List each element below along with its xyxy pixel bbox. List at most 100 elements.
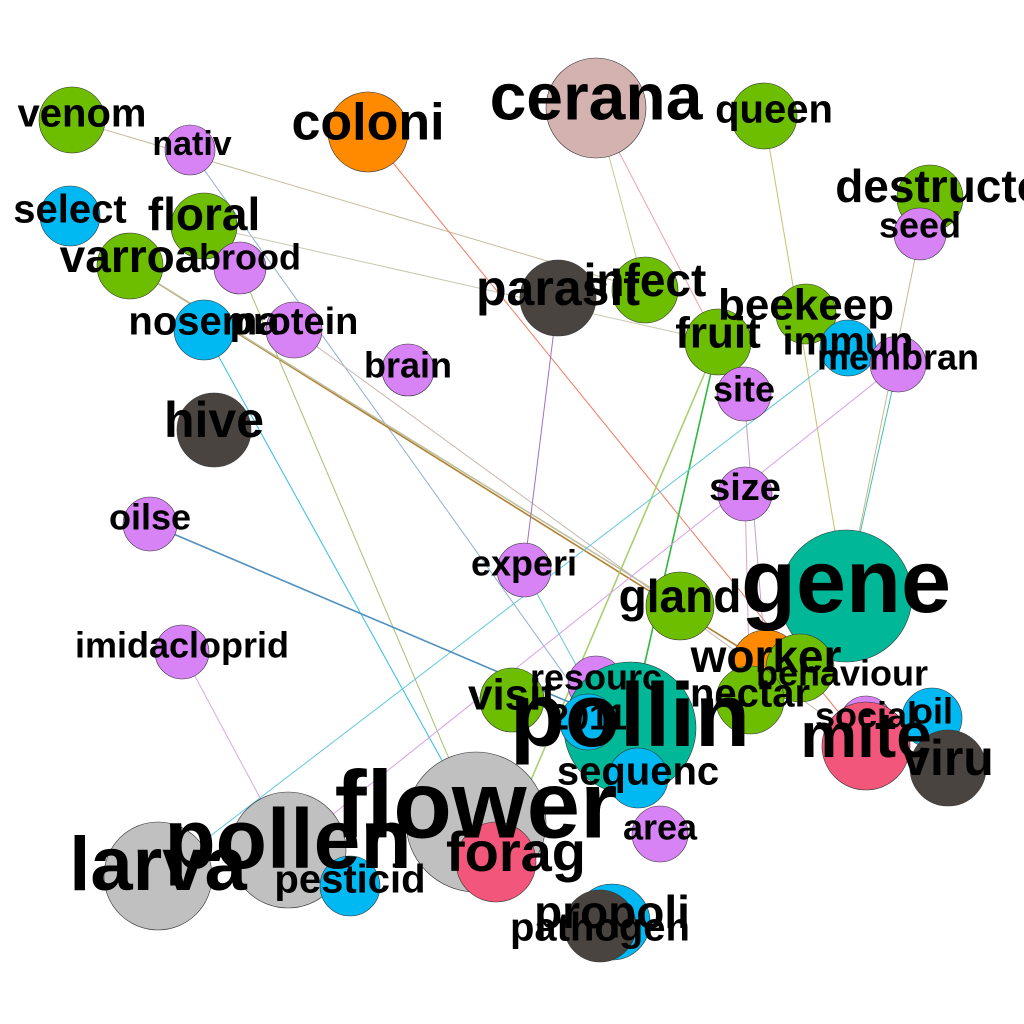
node-label-floral: floral bbox=[148, 188, 260, 240]
node-label-beekeep: beekeep bbox=[718, 281, 894, 330]
node-label-n2011: 2011 bbox=[549, 697, 627, 738]
node-oilse[interactable] bbox=[122, 496, 178, 552]
node-label-venom: venom bbox=[18, 92, 147, 136]
node-label-site: site bbox=[713, 369, 775, 410]
node-label-coloni: coloni bbox=[291, 94, 444, 152]
node-label-hive: hive bbox=[164, 392, 264, 448]
node-forag[interactable] bbox=[455, 821, 537, 903]
edge-nativ-sequenc bbox=[189, 149, 639, 779]
node-label-pathogen: pathogen bbox=[510, 906, 690, 950]
node-gene[interactable] bbox=[779, 529, 913, 663]
node-larva[interactable] bbox=[103, 821, 213, 931]
node-nectar[interactable] bbox=[715, 665, 785, 735]
node-label-oil: oil bbox=[911, 691, 953, 732]
node-label-visit: visit bbox=[468, 671, 556, 720]
node-label-immun: immun bbox=[782, 320, 913, 364]
node-mite[interactable] bbox=[821, 701, 911, 791]
edge-brood-flower bbox=[239, 267, 477, 823]
edge-nosema-flower bbox=[203, 329, 477, 823]
node-area[interactable] bbox=[631, 805, 689, 863]
node-coloni[interactable] bbox=[327, 91, 409, 173]
node-label-select: select bbox=[13, 188, 126, 232]
node-seed[interactable] bbox=[893, 207, 947, 261]
node-label-brood: brood bbox=[199, 237, 301, 278]
node-label-nectar: nectar bbox=[690, 672, 810, 716]
node-label-experi: experi bbox=[471, 543, 577, 584]
node-label-worker: worker bbox=[690, 630, 842, 682]
edge-oilse-pollin bbox=[149, 523, 631, 729]
node-behavior[interactable] bbox=[765, 633, 835, 703]
node-label-destructor: destructo bbox=[835, 160, 1024, 212]
node-label-pesticid: pesticid bbox=[274, 858, 425, 902]
node-parasit[interactable] bbox=[519, 259, 597, 337]
node-label-sequenc: sequenc bbox=[557, 750, 719, 794]
node-label-behavior: behaviour bbox=[756, 653, 928, 694]
node-label-mite: mite bbox=[800, 699, 932, 771]
node-label-varroa: varroa bbox=[60, 230, 201, 282]
edge-parasit-experi bbox=[523, 297, 559, 571]
node-queen[interactable] bbox=[730, 82, 798, 150]
node-pollen[interactable] bbox=[229, 791, 347, 909]
node-cerana[interactable] bbox=[545, 57, 647, 159]
node-size[interactable] bbox=[717, 466, 773, 522]
edge-queen-gene bbox=[763, 115, 847, 597]
node-n2011[interactable] bbox=[559, 693, 617, 751]
node-label-gene: gene bbox=[741, 532, 951, 632]
node-pesticid[interactable] bbox=[319, 855, 381, 917]
edge-site-worker bbox=[743, 393, 767, 665]
edge-floral-fruit bbox=[203, 225, 719, 343]
node-label-parasit: parasit bbox=[476, 260, 640, 316]
node-label-gland: gland bbox=[619, 570, 742, 622]
node-label-nativ: nativ bbox=[152, 125, 231, 163]
node-label-social: social bbox=[815, 695, 917, 736]
edge-fruit-forag bbox=[495, 341, 719, 863]
node-label-nosema: nosema bbox=[128, 300, 280, 344]
node-label-viru: viru bbox=[902, 730, 994, 786]
node-label-forag: forag bbox=[446, 820, 586, 883]
node-varroa[interactable] bbox=[96, 232, 164, 300]
node-pathogen[interactable] bbox=[563, 889, 637, 963]
node-select[interactable] bbox=[39, 185, 101, 247]
node-label-imidacloprid: imidacloprid bbox=[75, 625, 289, 666]
node-brood[interactable] bbox=[213, 241, 267, 295]
node-label-larva: larva bbox=[69, 822, 247, 907]
edge-membran-pollen bbox=[287, 363, 899, 851]
node-hive[interactable] bbox=[176, 392, 252, 468]
node-nosema[interactable] bbox=[173, 299, 235, 361]
edge-immun-larva bbox=[157, 347, 849, 877]
node-label-pollin: pollin bbox=[510, 666, 750, 766]
node-beekeep[interactable] bbox=[775, 283, 837, 345]
node-protein[interactable] bbox=[265, 301, 323, 359]
node-imidacloprid[interactable] bbox=[154, 624, 210, 680]
node-label-infect: infect bbox=[584, 254, 707, 306]
node-label-membran: membran bbox=[817, 337, 979, 378]
node-viru[interactable] bbox=[909, 729, 987, 807]
node-floral[interactable] bbox=[170, 192, 238, 260]
node-infect[interactable] bbox=[611, 256, 679, 324]
node-nativ[interactable] bbox=[164, 124, 216, 176]
node-label-fruit: fruit bbox=[675, 309, 761, 358]
node-label-queen: queen bbox=[715, 88, 833, 132]
node-label-oilse: oilse bbox=[109, 497, 191, 538]
node-label-flower: flower bbox=[335, 751, 618, 858]
node-site[interactable] bbox=[716, 366, 772, 422]
node-venom[interactable] bbox=[38, 86, 106, 154]
node-fruit[interactable] bbox=[684, 308, 752, 376]
node-label-pollen: pollen bbox=[164, 792, 411, 886]
node-sequenc[interactable] bbox=[607, 747, 669, 809]
node-label-area: area bbox=[623, 807, 698, 848]
node-label-cerana: cerana bbox=[490, 59, 704, 133]
node-label-size: size bbox=[709, 467, 781, 509]
node-membran[interactable] bbox=[869, 335, 927, 393]
node-label-brain: brain bbox=[364, 345, 452, 386]
node-label-protein: protein bbox=[230, 301, 359, 343]
node-label-seed: seed bbox=[879, 205, 961, 246]
node-visit[interactable] bbox=[479, 667, 545, 733]
node-gland[interactable] bbox=[645, 571, 715, 641]
node-label-propoli: propoli bbox=[534, 886, 690, 938]
node-experi[interactable] bbox=[496, 542, 552, 598]
node-label-resourc: resourc bbox=[530, 657, 662, 698]
node-brain[interactable] bbox=[381, 343, 435, 397]
